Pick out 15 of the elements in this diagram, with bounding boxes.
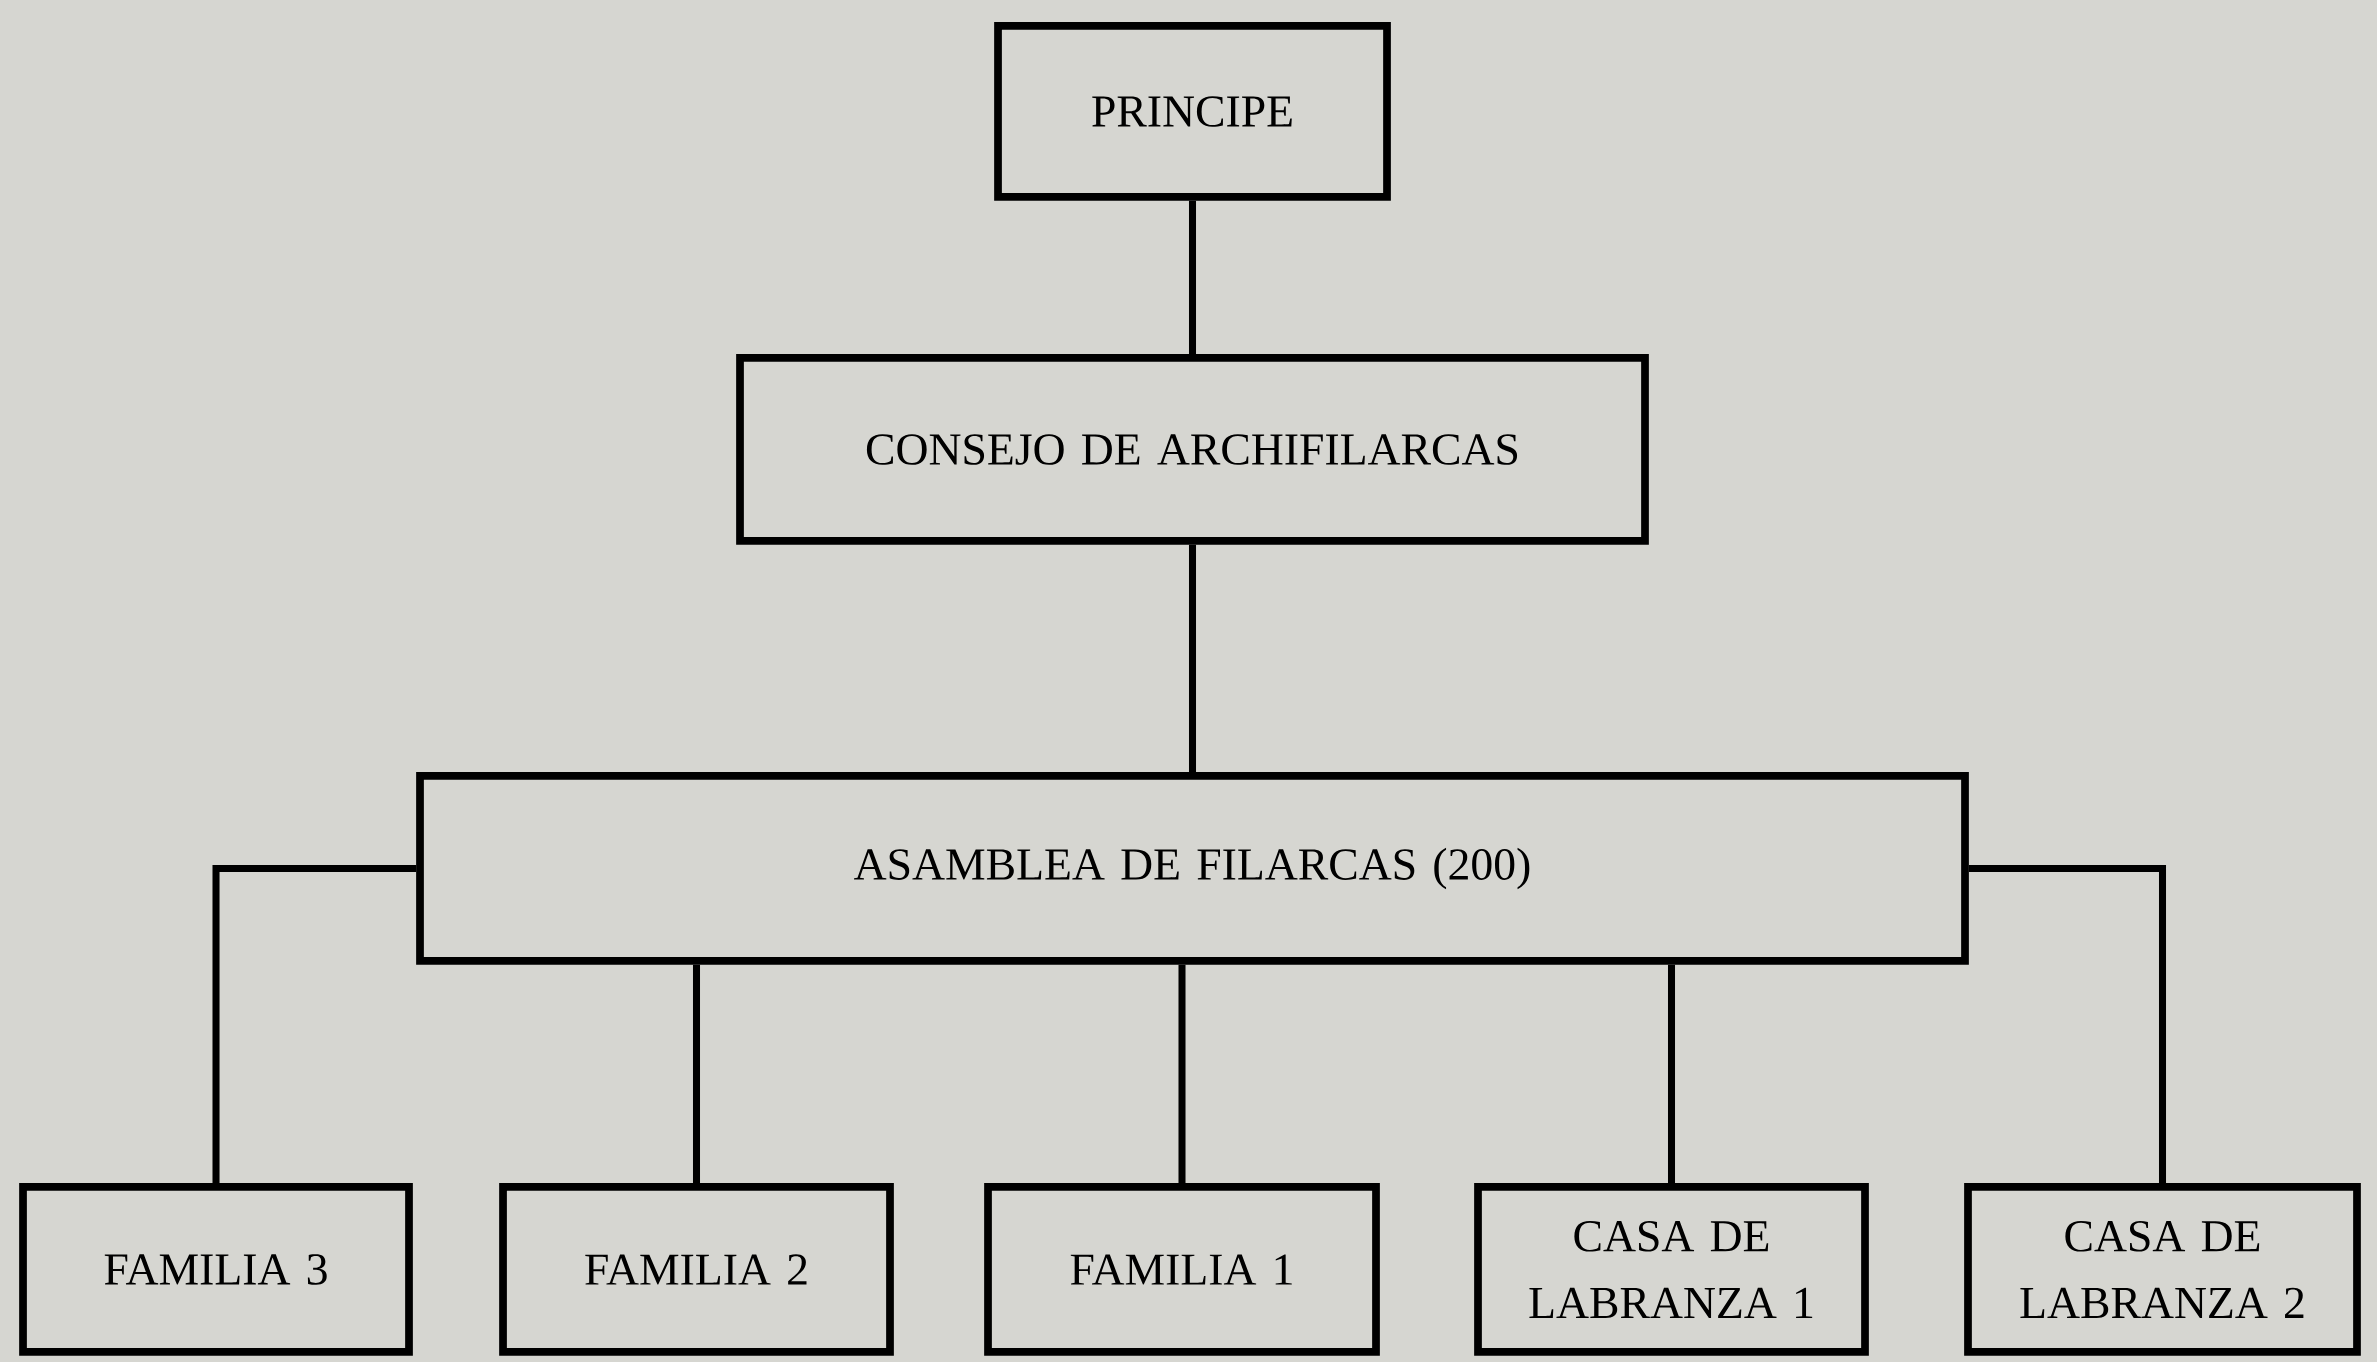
connector-line <box>693 964 700 1184</box>
connector-line <box>1189 200 1196 355</box>
connector-line <box>1189 544 1196 773</box>
org-box: FAMILIA 2 <box>499 1183 894 1356</box>
org-box: CASA DE LABRANZA 1 <box>1474 1183 1869 1356</box>
org-box: FAMILIA 1 <box>984 1183 1380 1356</box>
connector-line <box>212 864 417 1184</box>
org-box: CONSEJO DE ARCHIFILARCAS <box>736 354 1649 545</box>
connector-line <box>1668 964 1675 1184</box>
org-box: CASA DE LABRANZA 2 <box>1964 1183 2361 1356</box>
org-box: PRINCIPE <box>994 22 1391 201</box>
connector-line <box>1178 964 1186 1184</box>
org-box: ASAMBLEA DE FILARCAS (200) <box>416 772 1969 965</box>
org-box: FAMILIA 3 <box>19 1183 413 1356</box>
connector-line <box>1968 864 2167 1184</box>
